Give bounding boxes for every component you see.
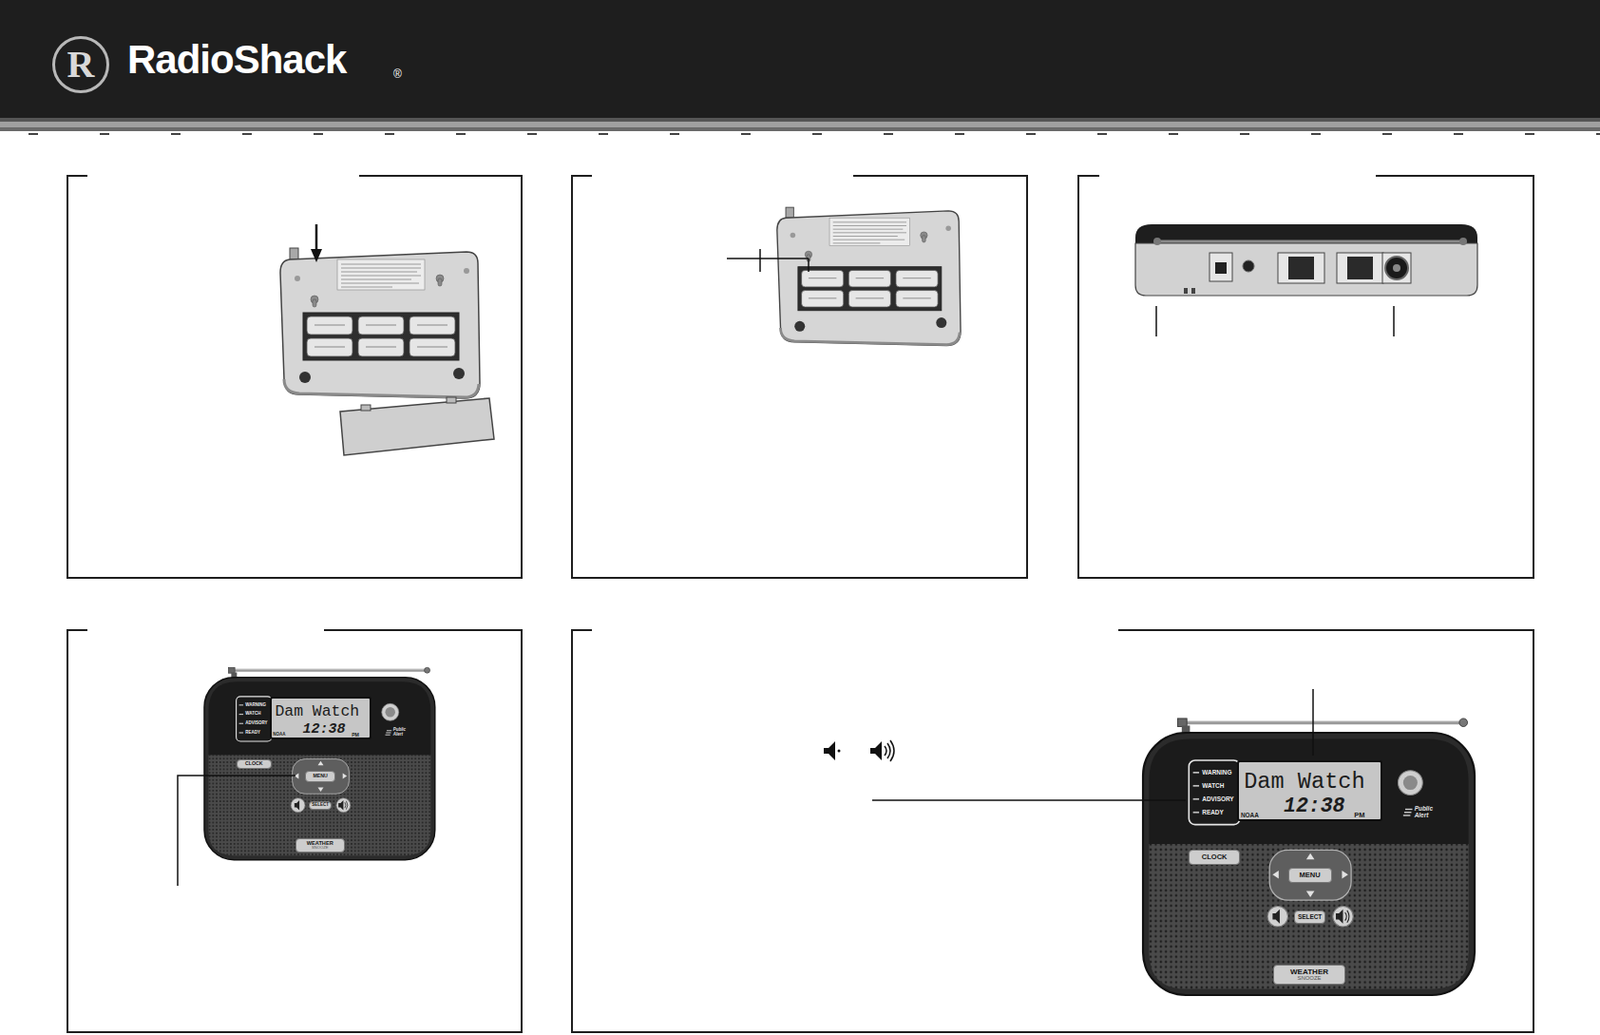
volume-down-symbol bbox=[823, 741, 841, 761]
insert-arrow bbox=[315, 224, 319, 251]
display-text: 12:38 bbox=[1283, 796, 1345, 817]
button-text: SELECT bbox=[311, 802, 329, 807]
indicator-label: ADVISORY bbox=[245, 721, 267, 725]
display-leader bbox=[1312, 688, 1315, 756]
button-text: WEATHER bbox=[1290, 968, 1329, 976]
antenna-leader bbox=[1155, 305, 1158, 337]
display-text: 12:38 bbox=[303, 722, 346, 737]
indicator-label: READY bbox=[245, 730, 261, 735]
volume-up-symbol bbox=[870, 740, 895, 762]
button-text: CLOCK bbox=[245, 761, 264, 766]
lcd-screen: Dam Watch12:38PM NOAA bbox=[1237, 760, 1384, 821]
button-text: MENU bbox=[312, 773, 327, 779]
indicator-leader bbox=[872, 799, 1186, 801]
keyhole-leader bbox=[726, 248, 809, 272]
radio-front-small bbox=[204, 666, 436, 859]
public-alert-logo: Public Alert bbox=[393, 727, 417, 737]
menu-leader bbox=[177, 775, 296, 886]
indicator-label: READY bbox=[1201, 809, 1224, 816]
public-alert-logo: Public Alert bbox=[1414, 805, 1448, 819]
button-text: R bbox=[67, 45, 96, 84]
lcd-screen: Dam Watch 12:38PM NOAA bbox=[269, 696, 372, 740]
weather-button: WEATHERSNOOZE bbox=[295, 838, 345, 853]
indicator-label: WATCH bbox=[245, 711, 261, 716]
indicator-label: WATCH bbox=[1201, 782, 1224, 789]
registered-mark: ® bbox=[393, 68, 402, 80]
logo-mark: R bbox=[52, 36, 110, 94]
button-text: SNOOZE bbox=[1297, 975, 1322, 982]
battery-cover bbox=[340, 398, 495, 456]
display-text: PM bbox=[351, 732, 360, 738]
indicator-label: WARNING bbox=[245, 703, 267, 707]
header-ticks bbox=[0, 132, 1600, 135]
button-text: SELECT bbox=[1297, 914, 1322, 920]
select-button: SELECT bbox=[1294, 910, 1326, 924]
menu-button: MENU bbox=[304, 770, 336, 781]
brand-wordmark: RadioShack bbox=[127, 39, 346, 80]
weather-button: WEATHERSNOOZE bbox=[1273, 964, 1345, 985]
select-button: SELECT bbox=[308, 800, 332, 811]
button-text: MENU bbox=[1299, 871, 1321, 879]
header-stripe bbox=[0, 117, 1600, 122]
display-text: Dam Watch bbox=[1243, 770, 1366, 794]
clock-button: CLOCK bbox=[236, 759, 272, 769]
display-text: NOAA bbox=[272, 732, 286, 737]
header-bar bbox=[0, 0, 1600, 118]
radio-front-large bbox=[1142, 718, 1475, 995]
button-text: SNOOZE bbox=[311, 845, 328, 850]
indicator-label: WARNING bbox=[1201, 769, 1232, 776]
button-text: CLOCK bbox=[1201, 853, 1228, 861]
jack-leader bbox=[1392, 305, 1395, 337]
clock-button: CLOCK bbox=[1188, 849, 1240, 864]
radio-back-view bbox=[280, 247, 480, 399]
panel-frames bbox=[67, 175, 1534, 1032]
menu-button: MENU bbox=[1288, 867, 1333, 883]
radio-side-view bbox=[1135, 224, 1478, 296]
display-text: Dam Watch bbox=[274, 704, 360, 720]
display-text: NOAA bbox=[1240, 812, 1259, 819]
indicator-label: ADVISORY bbox=[1201, 796, 1234, 802]
radio-back-view bbox=[777, 207, 961, 345]
display-text: PM bbox=[1353, 811, 1365, 820]
